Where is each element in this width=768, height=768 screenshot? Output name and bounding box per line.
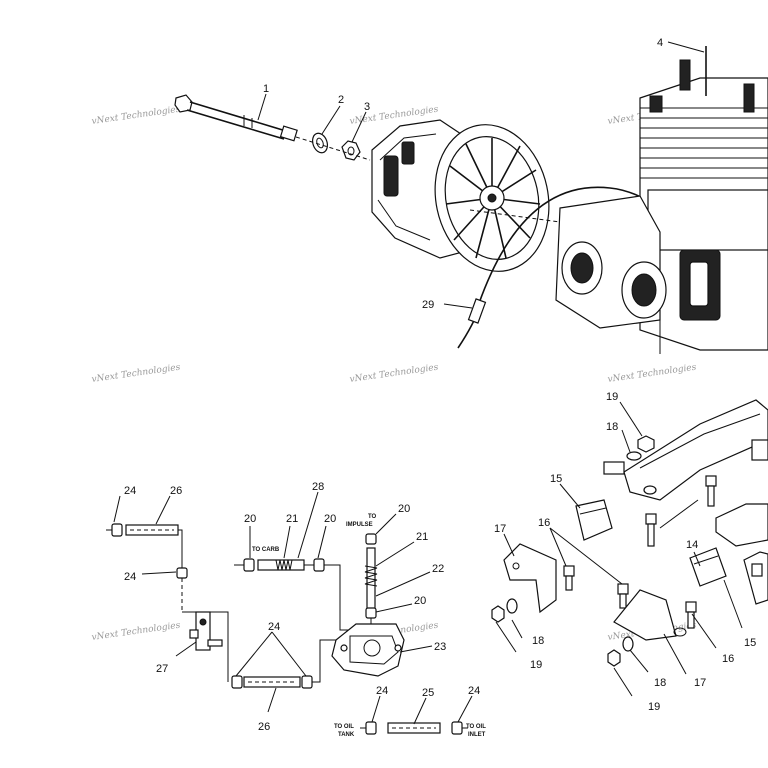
callout-21: 21 [286,513,298,525]
callout-15: 15 [744,637,756,649]
callout-17: 17 [694,677,706,689]
impulse-pump-23 [331,623,405,677]
routing-notes: TO CARB TO IMPULSE TO OIL TANK TO OIL IN… [252,514,486,738]
note-to-oil-inlet: TO OIL [466,724,486,730]
bolt-16 [563,475,717,629]
oil-line-system [106,523,468,735]
spring-21 [275,559,293,571]
oil-pump-27 [182,611,223,651]
watermark: vNext Technologies [91,621,181,643]
callout-16: 16 [538,517,550,529]
callout-26: 26 [170,485,182,497]
watermark: vNext Technologies [91,363,181,385]
watermark: vNext Technologies [607,363,697,385]
callout-19: 19 [530,659,542,671]
callout-28: 28 [312,481,324,493]
note-to-carb: TO CARB [252,547,280,553]
callout-21: 21 [416,531,428,543]
callout-15: 15 [550,473,562,485]
spring-21 [364,565,378,587]
washer-18 [626,451,642,461]
watermark: vNext Technologies [91,105,181,127]
note-to-oil-tank: TO OIL [334,724,354,730]
note-to-oil-inlet: INLET [468,732,486,738]
mount-14 [743,551,768,605]
callout-numbers: 1 2 3 4 29 19 18 15 16 17 18 19 18 19 17… [124,37,756,733]
callout-22: 22 [432,563,444,575]
callout-27: 27 [156,663,168,675]
mount-plate-upper [603,399,768,501]
callout-18: 18 [654,677,666,689]
leader-lines [113,41,743,725]
note-to-oil-tank: TANK [338,732,355,738]
callout-26: 26 [258,721,270,733]
callout-4: 4 [657,37,663,49]
nut-3 [341,140,361,161]
callout-18: 18 [532,635,544,647]
clutch-assembly [371,119,550,272]
callout-14: 14 [686,539,698,551]
callout-20: 20 [324,513,336,525]
callout-2: 2 [338,94,344,106]
callout-17: 17 [494,523,506,535]
callout-1: 1 [263,83,269,95]
callout-19: 19 [606,391,618,403]
callout-24: 24 [124,571,136,583]
callout-20: 20 [244,513,256,525]
callout-29: 29 [422,299,434,311]
nut-19 [637,435,655,453]
callout-20: 20 [414,595,426,607]
rubber-mount-15 [575,499,727,587]
washer-18 [506,598,634,652]
callout-24: 24 [376,685,388,697]
watermark: vNext Technologies [349,363,439,385]
callout-24: 24 [124,485,136,497]
callout-20: 20 [398,503,410,515]
washer-2 [311,132,329,154]
callout-19: 19 [648,701,660,713]
callout-23: 23 [434,641,446,653]
callout-16: 16 [722,653,734,665]
nut-19 [491,605,621,667]
assembly-axis-line [295,136,371,161]
note-to-impulse: TO [368,514,377,520]
callout-3: 3 [364,101,370,113]
callout-18: 18 [606,421,618,433]
mount-plate-lower [715,439,768,547]
engine [555,46,768,354]
callout-24: 24 [468,685,480,697]
assembly-axis-line [469,209,561,223]
callout-25: 25 [422,687,434,699]
bracket-17 [503,543,687,641]
note-to-impulse: IMPULSE [346,522,373,528]
bolt-1 [174,94,298,142]
callout-24: 24 [268,621,280,633]
reference-line [659,499,699,529]
